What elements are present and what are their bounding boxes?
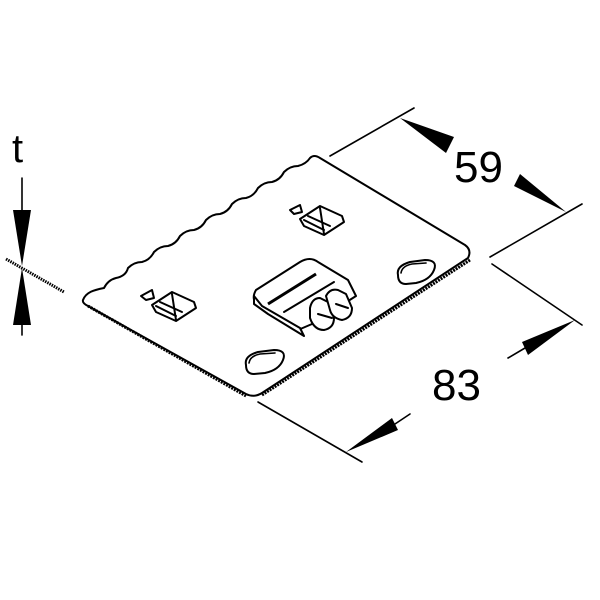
marker-left [140, 289, 155, 301]
slot-hole-right [396, 259, 436, 285]
width-dimension: 59 [329, 107, 583, 258]
tab-right [299, 205, 345, 236]
thickness-arrow-up [13, 268, 31, 325]
marker-right [289, 204, 303, 215]
width-extension-line-front [489, 203, 583, 258]
thickness-dimension: t [5, 127, 65, 336]
tab-left [151, 291, 197, 322]
width-arrow-front [514, 174, 566, 212]
plate-outline [81, 155, 471, 397]
thickness-label: t [12, 127, 23, 171]
length-arrow-left [346, 418, 398, 452]
width-label: 59 [454, 143, 503, 192]
thickness-arrow-down [13, 210, 31, 266]
plate-front-edge-right [261, 258, 471, 397]
center-clip [252, 258, 357, 337]
length-extension-line-left [257, 401, 363, 463]
length-label: 83 [432, 361, 481, 410]
slot-hole-left [244, 349, 285, 375]
width-arrow-back [400, 118, 454, 153]
length-arrow-right [522, 320, 575, 355]
length-dimension: 83 [257, 263, 583, 463]
width-extension-line-back [329, 107, 415, 157]
plate-front-edge-left [87, 304, 247, 398]
plate [81, 155, 471, 398]
length-extension-line-right [491, 263, 583, 326]
thickness-section-line [5, 257, 65, 294]
